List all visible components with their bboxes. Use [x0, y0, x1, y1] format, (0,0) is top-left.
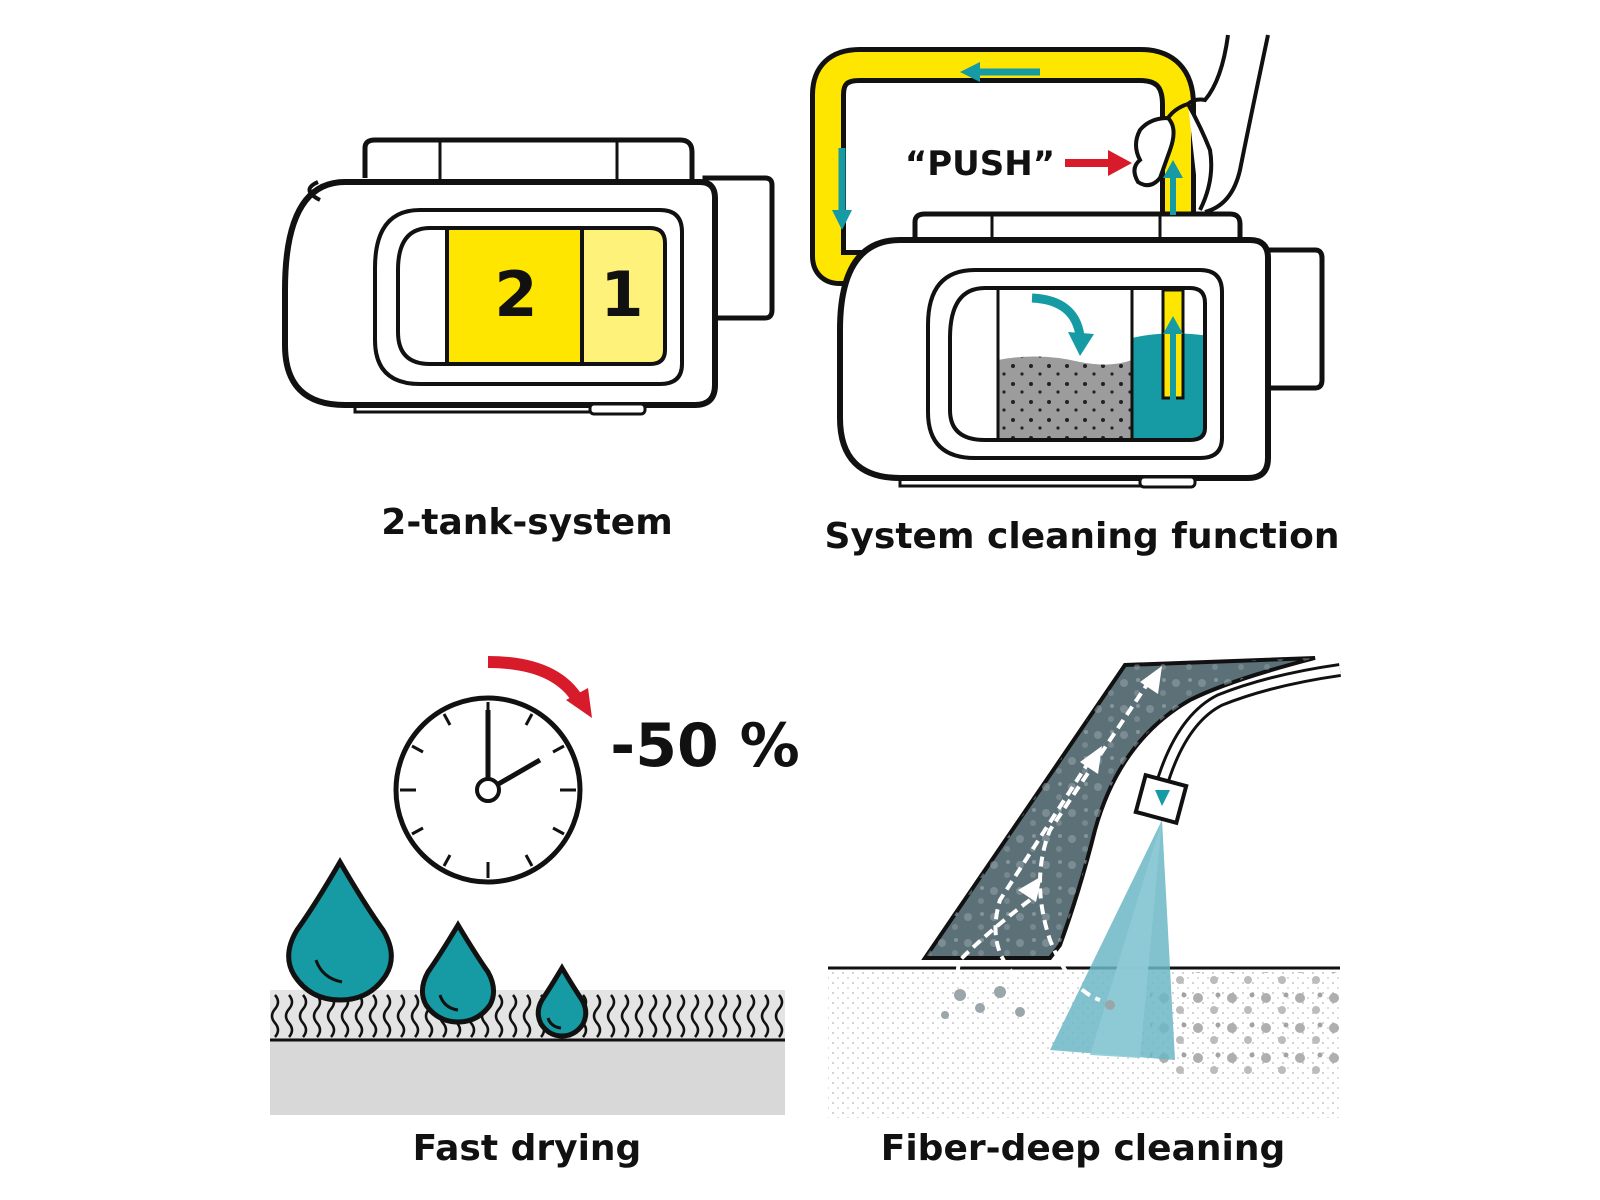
carpet-fiber — [648, 994, 658, 1038]
carpet-fiber — [270, 994, 280, 1038]
carpet-fiber — [354, 994, 364, 1038]
arrow-icon — [487, 656, 592, 718]
carpet-fiber — [368, 994, 378, 1038]
caption-fast-drying: Fast drying — [413, 1128, 642, 1169]
carpet-fiber — [382, 994, 392, 1038]
carpet-fiber — [298, 994, 308, 1038]
caption-two-tank: 2-tank-system — [381, 502, 672, 543]
carpet-fiber — [634, 994, 644, 1038]
tank-1 — [582, 228, 665, 364]
carpet-fiber — [284, 994, 294, 1038]
carpet-fiber — [774, 994, 784, 1038]
carpet-fiber — [606, 994, 616, 1038]
fiber-deep-scene — [828, 656, 1341, 1118]
carpet-fiber — [508, 994, 518, 1038]
tank-1-label: 1 — [600, 258, 643, 331]
carpet-fiber — [494, 994, 504, 1038]
arrow-icon — [1065, 150, 1132, 176]
carpet-fiber — [690, 994, 700, 1038]
clock-icon — [393, 695, 583, 885]
hand-icon — [1132, 34, 1270, 214]
carpet-fiber — [410, 994, 420, 1038]
reduction-label: -50 % — [610, 711, 799, 781]
carpet-fiber — [704, 994, 714, 1038]
arrow-icon — [832, 148, 852, 230]
arrow-icon — [1163, 316, 1183, 400]
carpet-fiber — [620, 994, 630, 1038]
water-drop-icon — [286, 857, 394, 1003]
tank-2-label: 2 — [494, 258, 537, 331]
two-tank-device: 2 1 — [282, 137, 775, 416]
carpet-fiber — [312, 994, 322, 1038]
tank-2 — [447, 228, 582, 364]
arrow-icon — [1163, 160, 1183, 215]
arrow-icon — [1018, 666, 1162, 902]
arrow-icon — [1031, 293, 1094, 356]
carpet-fiber — [760, 994, 770, 1038]
system-cleaning-device — [810, 47, 1325, 489]
carpet-fiber — [746, 994, 756, 1038]
carpet-fiber — [732, 994, 742, 1038]
carpet-fiber — [662, 994, 672, 1038]
caption-system-cleaning: System cleaning function — [825, 516, 1340, 557]
water-drop-icon — [420, 920, 496, 1025]
carpet — [270, 990, 785, 1115]
push-label: “PUSH” — [905, 144, 1055, 184]
carpet-fiber — [676, 994, 686, 1038]
carpet-fiber — [718, 994, 728, 1038]
caption-fiber-deep: Fiber-deep cleaning — [881, 1128, 1285, 1169]
water-drop-icon — [535, 963, 589, 1039]
carpet-fiber — [522, 994, 532, 1038]
carpet-fiber — [396, 994, 406, 1038]
arrow-icon — [960, 62, 1040, 82]
carpet-fiber — [592, 994, 602, 1038]
